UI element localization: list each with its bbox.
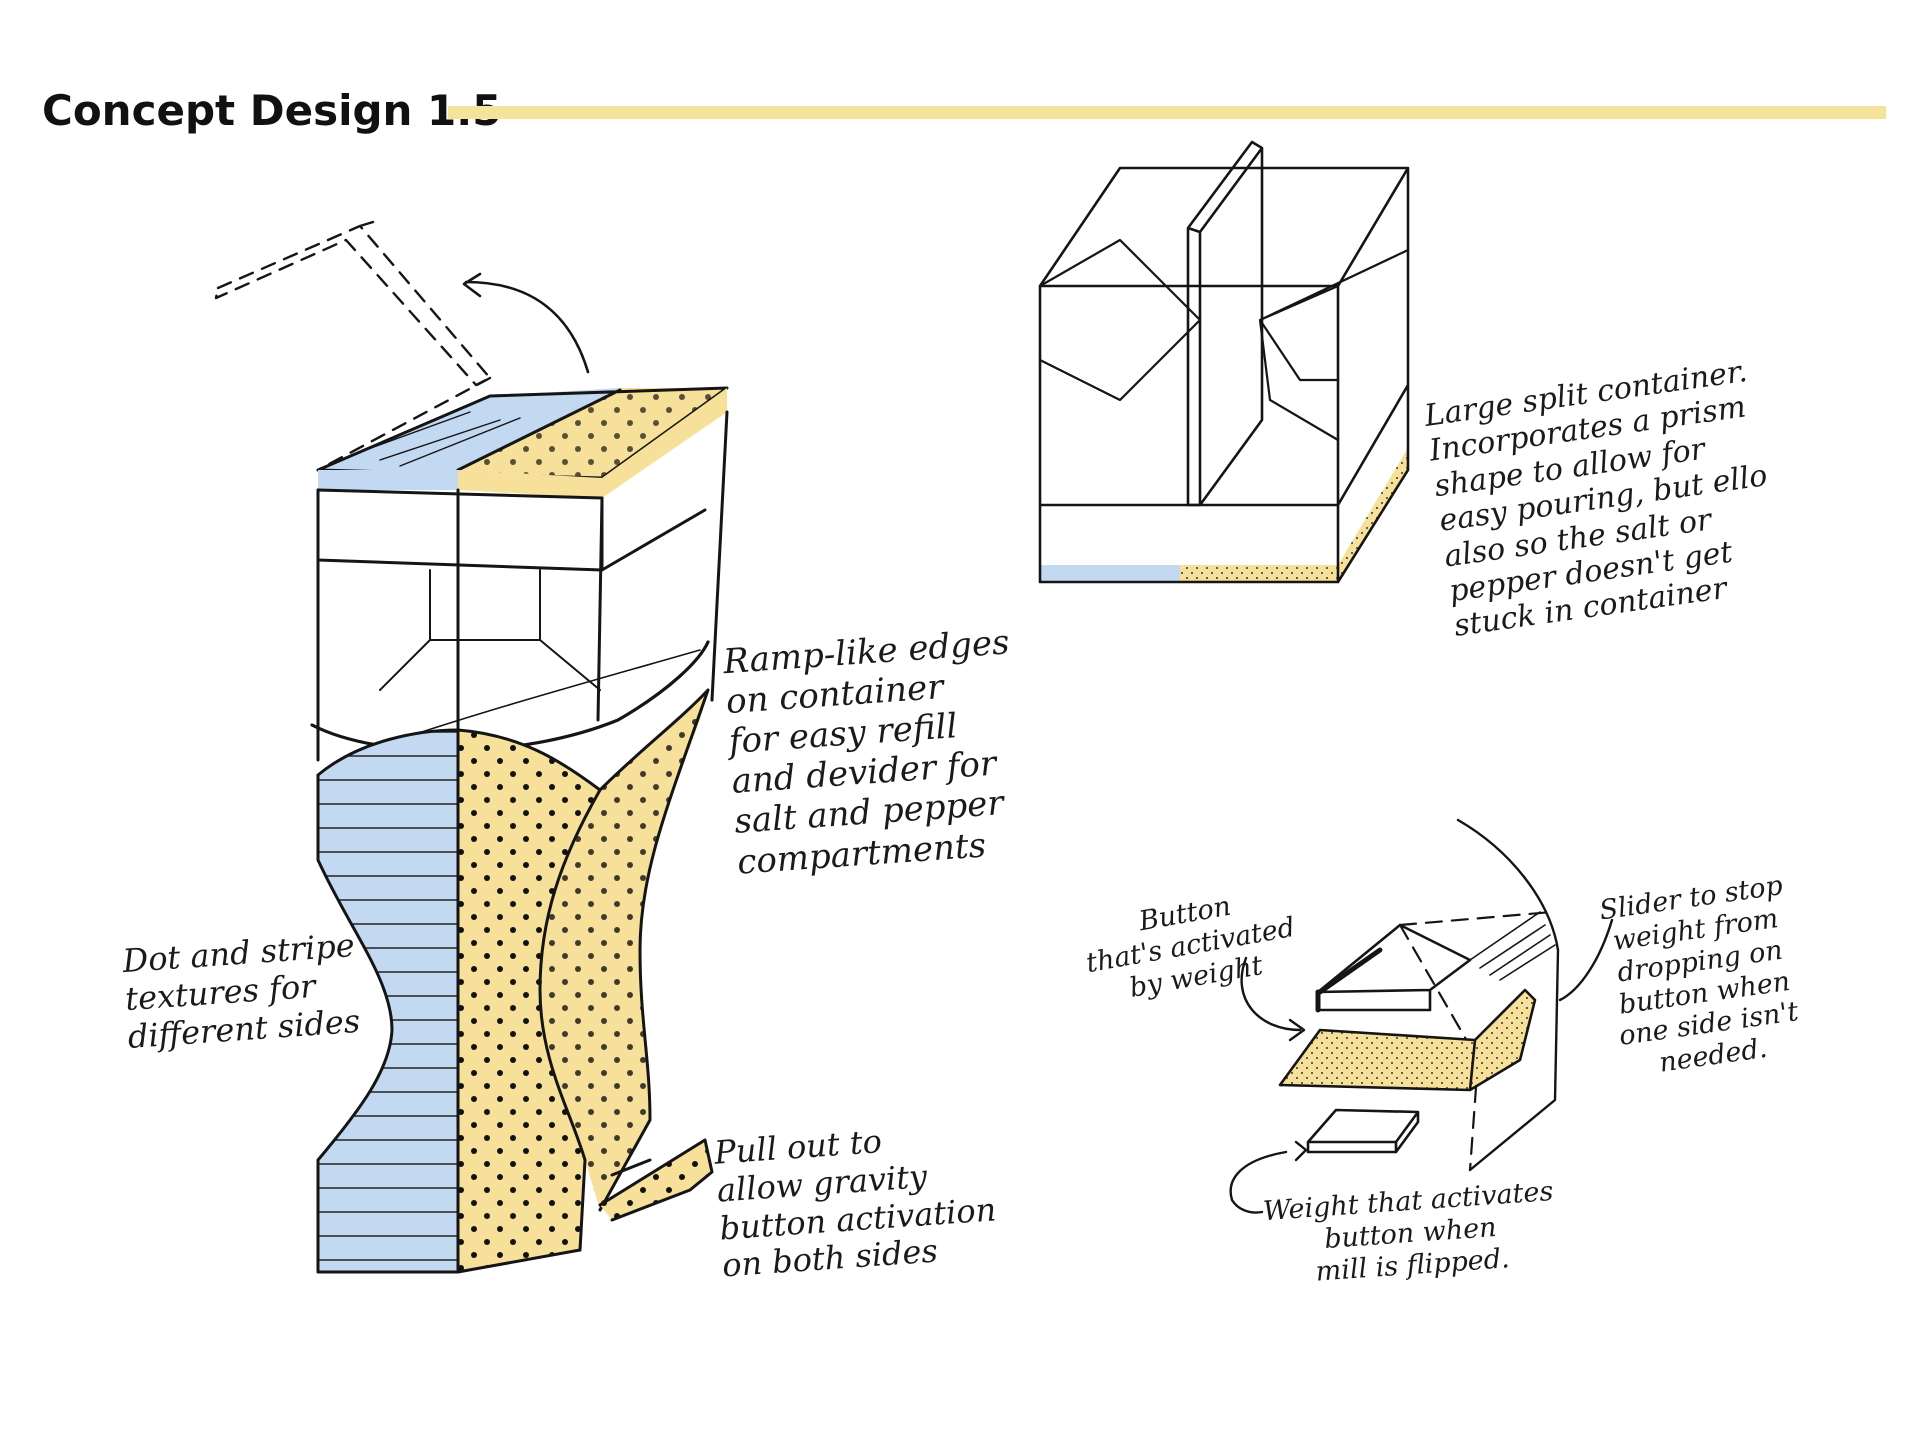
lid-blue [318,388,620,470]
lid-yellow-dots [458,388,727,478]
container-base-blue [1040,565,1180,582]
lid-right-side [602,388,727,498]
lid-yellow-front [458,470,602,498]
pepper-side-dots [458,730,600,1272]
annotation-pull-out: Pull out to allow gravity button activat… [713,1122,998,1285]
dashed-lid [214,220,492,472]
annotation-textures: Dot and stripe textures for different si… [121,926,362,1056]
lid-blue-front [318,470,458,490]
lid-arrow-head [462,272,482,298]
pull-out-tab-dots [600,1140,712,1220]
container-base-yellow-dots [1180,565,1338,582]
page-title: Concept Design 1.5 [42,86,502,135]
annotation-weight: Weight that activates button when mill i… [1262,1175,1555,1288]
ramp-ring [310,640,710,753]
annotation-split-container: Large split container. Incorporates a pr… [1422,353,1770,645]
annotation-ramp-edges: Ramp-like edges on container for easy re… [721,622,1011,883]
grinder-sketch [214,220,729,1274]
divider-plate [1186,140,1264,507]
mechanism-sketch [1229,818,1614,1214]
split-container-sketch [1038,140,1410,584]
pepper-right-dots [540,690,708,1210]
annotation-slider: Slider to stop weight from dropping on b… [1597,870,1801,1079]
housing-curve [1456,818,1560,1172]
container-side-yellow-dots [1338,448,1408,582]
title-rule [448,106,1886,119]
lid-arrow [464,280,590,374]
weight-button [1316,923,1472,1012]
weight-block [1306,1108,1420,1154]
